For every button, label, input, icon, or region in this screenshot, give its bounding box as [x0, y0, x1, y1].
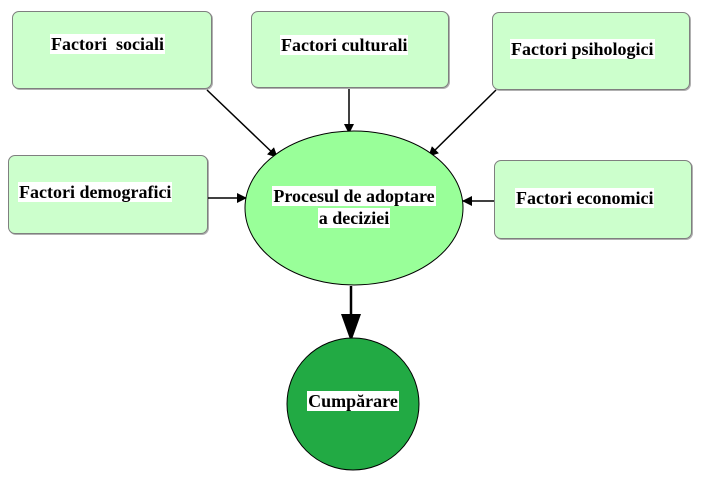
label-process-line2: a deciziei [317, 208, 391, 228]
label-social: Factori sociali [50, 34, 165, 54]
label-purchase: Cumpărare [307, 391, 399, 411]
arrow-psychological-to-process [428, 89, 497, 157]
label-process-line1: Procesul de adoptare [272, 186, 436, 206]
label-demographic: Factori demografici [18, 182, 173, 202]
label-cultural: Factori culturali [280, 35, 409, 55]
label-process: Procesul de adoptare a deciziei [254, 185, 454, 229]
label-psychological: Factori psihologici [510, 39, 655, 59]
label-economic: Factori economici [515, 188, 655, 208]
arrow-social-to-process [206, 89, 278, 158]
